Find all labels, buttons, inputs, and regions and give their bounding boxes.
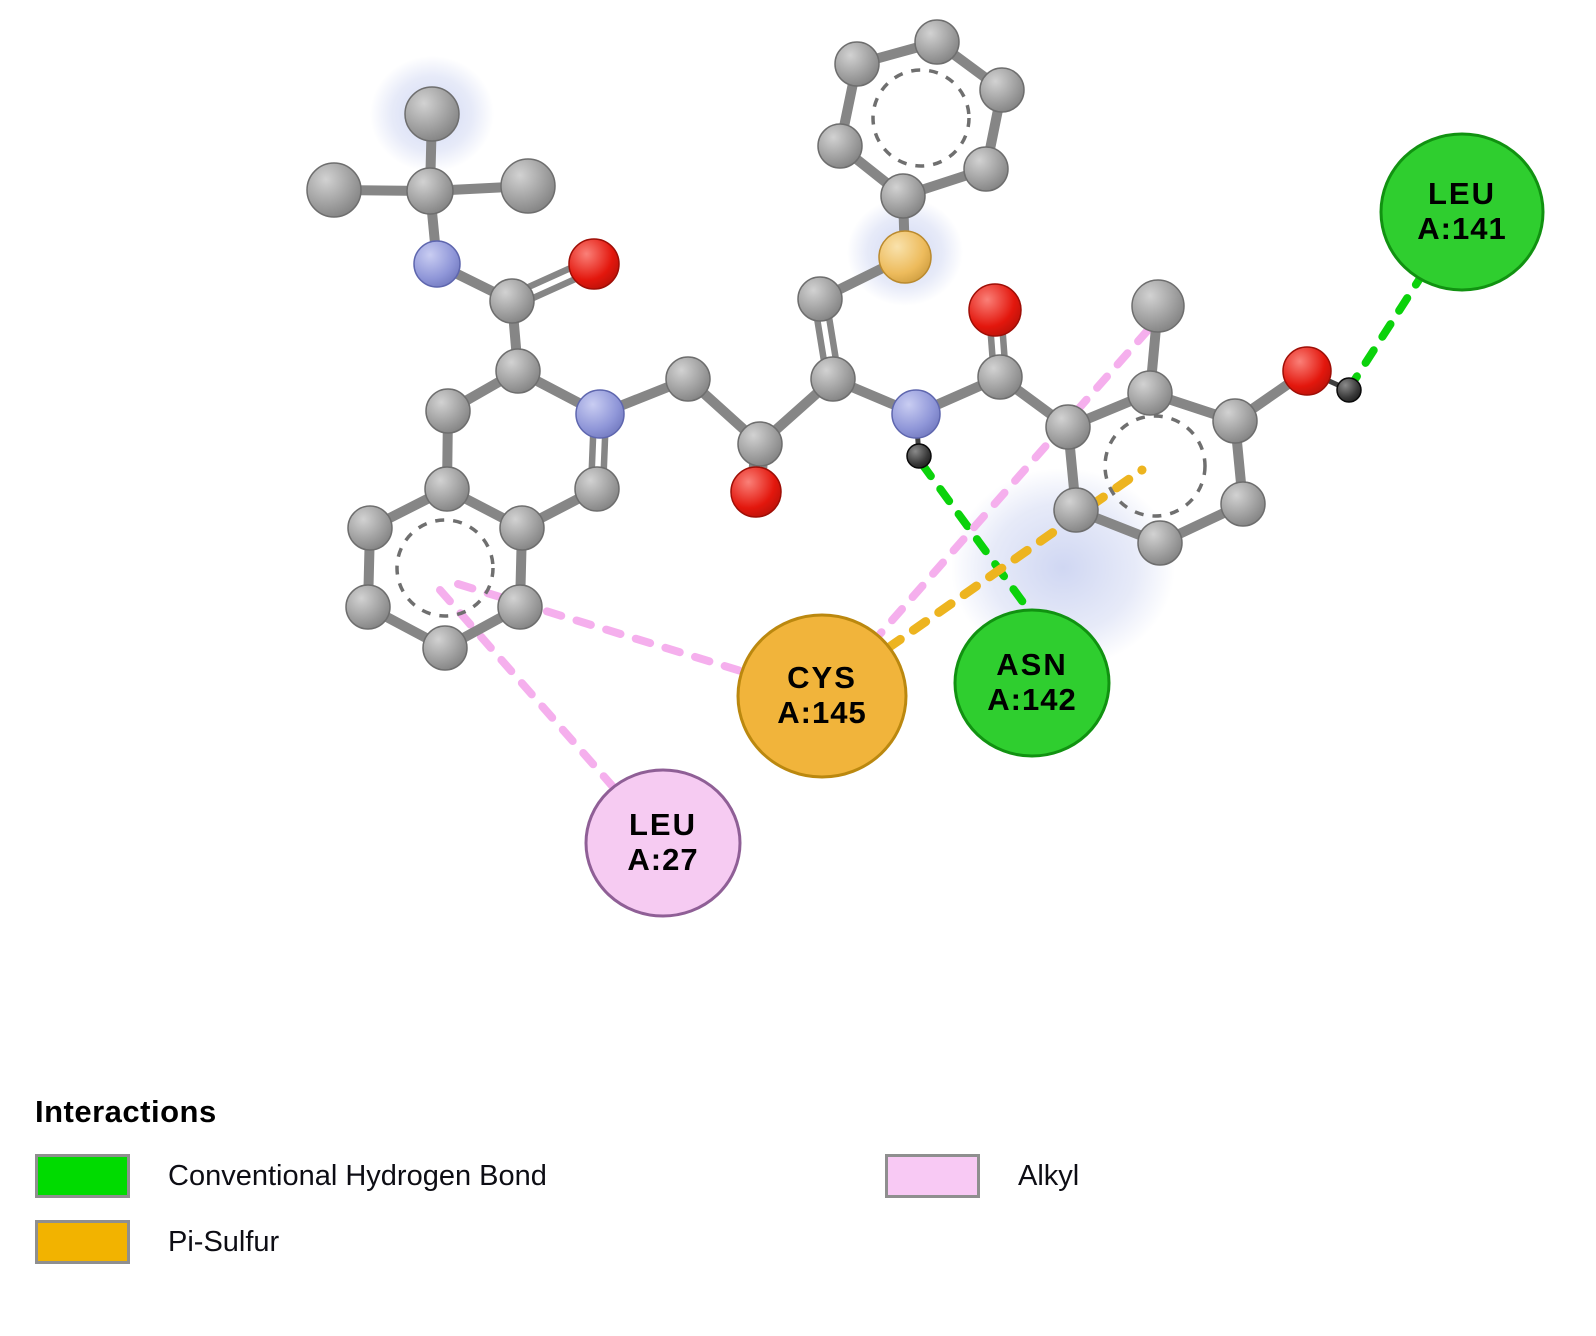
residue-id-label: A:27: [627, 842, 698, 877]
legend-item-pi-sulfur: Pi-Sulfur: [35, 1220, 279, 1264]
interaction-hbond-line: [1348, 268, 1428, 388]
residue-name-label: CYS: [787, 660, 857, 695]
residue-id-label: A:142: [987, 682, 1076, 717]
atom-carbon: [574, 466, 620, 512]
legend-item-alkyl: Alkyl: [885, 1154, 1079, 1198]
atom-carbon: [404, 86, 460, 142]
aromatic-ring-circle: [1103, 414, 1207, 518]
atom-carbon: [665, 356, 711, 402]
atom-nitrogen: [413, 240, 461, 288]
atom-hydrogen: [906, 443, 932, 469]
interaction-pisulfur-line: [883, 465, 1147, 653]
atom-carbon: [1053, 487, 1099, 533]
residue-bubble: [1379, 132, 1545, 292]
interaction-hbond-line: [918, 460, 1040, 624]
atom-carbon: [495, 348, 541, 394]
hydrogen-bond-color-swatch: [35, 1154, 130, 1198]
atom-oxygen: [968, 283, 1022, 337]
interaction-layer: [436, 268, 1428, 792]
atom-carbon: [425, 388, 471, 434]
atom-carbon: [422, 625, 468, 671]
atom-carbon: [347, 505, 393, 551]
residue-bubble: [736, 613, 908, 779]
alkyl-label: Alkyl: [1018, 1159, 1080, 1192]
atom-carbon: [1220, 481, 1266, 527]
pi-sulfur-color-swatch: [35, 1220, 130, 1264]
atom-carbon: [1131, 279, 1185, 333]
atom-carbon: [963, 146, 1009, 192]
atom-oxygen: [1282, 346, 1332, 396]
atom-carbon: [914, 19, 960, 65]
atom-carbon: [1212, 398, 1258, 444]
hydrogen-bond-label: Conventional Hydrogen Bond: [168, 1159, 547, 1192]
atom-sulfur: [878, 230, 932, 284]
atom-carbon: [1045, 404, 1091, 450]
atom-carbon: [880, 173, 926, 219]
atom-carbon: [306, 162, 362, 218]
atom-hydrogen: [1336, 377, 1362, 403]
atom-carbon: [817, 123, 863, 169]
atom-carbon: [489, 278, 535, 324]
residue-id-label: A:141: [1417, 211, 1506, 246]
atom-carbon: [1127, 370, 1173, 416]
interaction-alkyl-line: [876, 326, 1152, 638]
atom-nitrogen: [575, 389, 625, 439]
atom-carbon: [499, 505, 545, 551]
legend-item-conventional-hydrogen-bond: Conventional Hydrogen Bond: [35, 1154, 547, 1198]
pi-sulfur-label: Pi-Sulfur: [168, 1225, 280, 1258]
aromatic-ring-circle: [871, 68, 971, 168]
atom-layer: [306, 19, 1362, 671]
atom-carbon: [345, 584, 391, 630]
alkyl-color-swatch: [885, 1154, 980, 1198]
residue-name-label: ASN: [996, 647, 1067, 682]
atom-carbon: [737, 421, 783, 467]
residue-id-label: A:145: [777, 695, 866, 730]
residue-bubble: [953, 608, 1111, 758]
atom-carbon: [797, 276, 843, 322]
atom-carbon: [810, 356, 856, 402]
atom-carbon: [1137, 520, 1183, 566]
atom-carbon: [497, 584, 543, 630]
atom-oxygen: [568, 238, 620, 290]
interaction-alkyl-line: [436, 586, 618, 792]
atom-carbon: [979, 67, 1025, 113]
residue-name-label: LEU: [629, 807, 697, 842]
atom-nitrogen: [891, 389, 941, 439]
atom-carbon: [424, 466, 470, 512]
residue-name-label: LEU: [1428, 176, 1496, 211]
residue-bubble: [584, 768, 742, 918]
atom-carbon: [834, 41, 880, 87]
atom-oxygen: [730, 466, 782, 518]
atom-carbon: [406, 167, 454, 215]
atom-carbon: [500, 158, 556, 214]
atom-carbon: [977, 354, 1023, 400]
interactions-legend: Interactions Conventional Hydrogen Bond …: [0, 1088, 1596, 1336]
aromatic-ring-circle: [395, 518, 495, 618]
legend-heading: Interactions: [35, 1094, 217, 1129]
